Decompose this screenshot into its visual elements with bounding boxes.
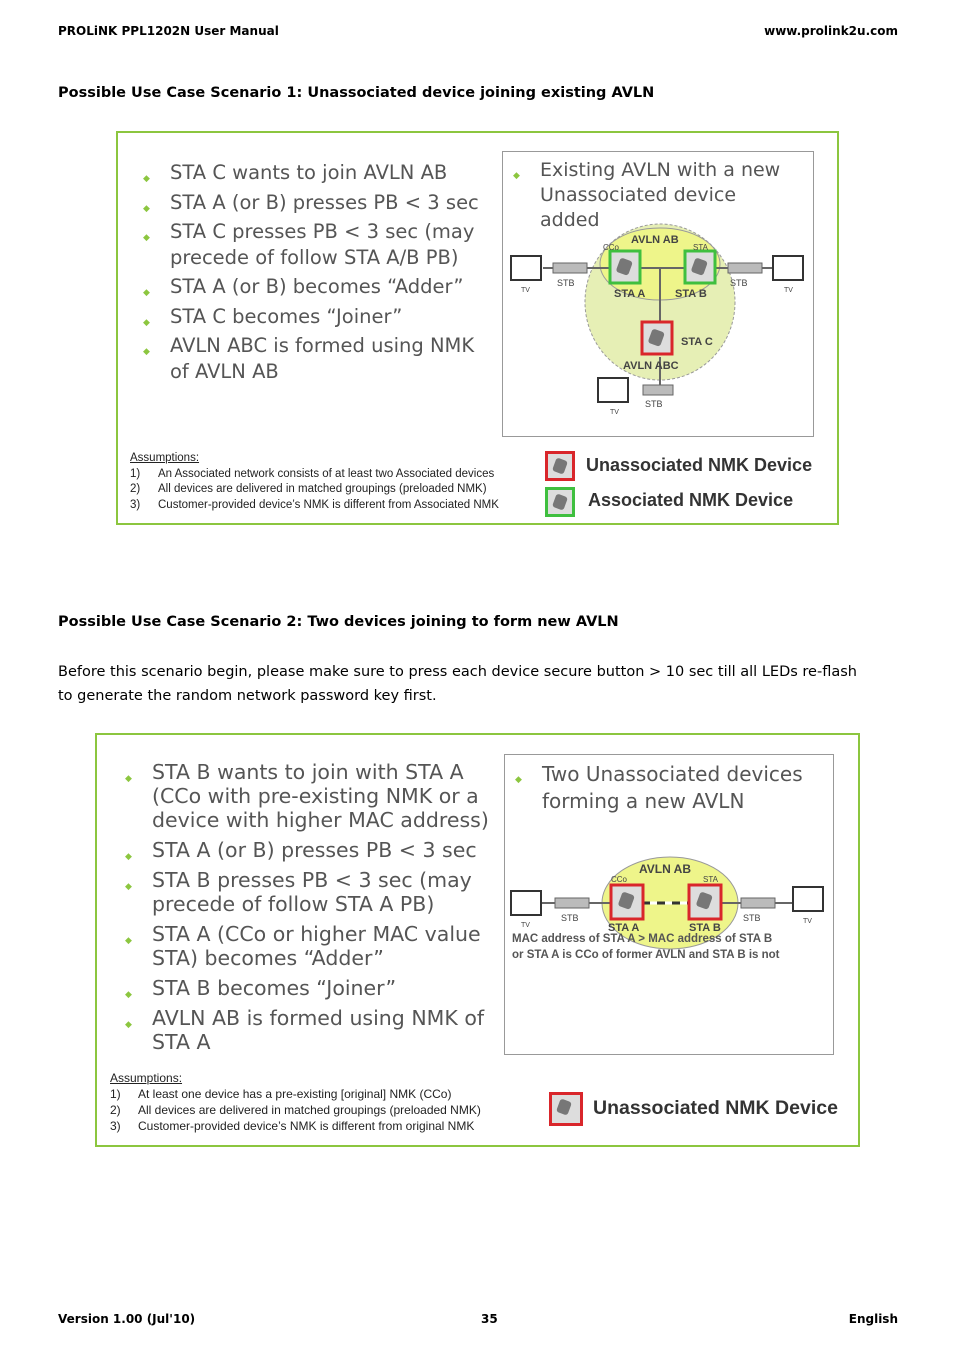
tv-icon [511, 256, 541, 280]
label-sta-a: STA A [614, 288, 645, 300]
label-stb: STB [645, 399, 663, 409]
label-stb: STB [730, 278, 748, 288]
header-url: www.prolink2u.com [764, 24, 898, 38]
list-item: STA A (or B) presses PB < 3 sec [125, 838, 495, 862]
stb-icon [741, 898, 775, 908]
label-stb: STB [557, 278, 575, 288]
label-cco: CCo [611, 875, 628, 884]
scenario1-heading: Possible Use Case Scenario 1: Unassociat… [58, 85, 654, 101]
scenario1-bullet-list: STA C wants to join AVLN AB STA A (or B)… [143, 160, 488, 384]
label-sta-b: STA B [675, 288, 707, 300]
list-item: STA C presses PB < 3 sec (may precede of… [143, 219, 488, 270]
list-item: AVLN AB is formed using NMK of STA A [125, 1006, 495, 1054]
label-sta: STA [693, 243, 709, 252]
stb-icon [555, 898, 589, 908]
list-item: STA A (or B) presses PB < 3 sec [143, 190, 488, 216]
list-item: STA C wants to join AVLN AB [143, 160, 488, 186]
assumption-num: 1) [110, 1086, 138, 1102]
scenario2-intro: Before this scenario begin, please make … [58, 660, 858, 708]
tv-icon [511, 891, 541, 915]
label-avln-ab: AVLN AB [639, 862, 691, 876]
diagram-title: Two Unassociated devices forming a new A… [515, 761, 827, 815]
assumption-text: An Associated network consists of at lea… [158, 468, 494, 480]
label-cco: CCo [603, 243, 620, 252]
list-item: STA A (or B) becomes “Adder” [143, 274, 488, 300]
label-sta-c: STA C [681, 336, 713, 348]
scenario2-slide: STA B wants to join with STA A (CCo with… [95, 733, 860, 1147]
scenario2-diagram: Two Unassociated devices forming a new A… [504, 754, 834, 1055]
list-item: AVLN ABC is formed using NMK of AVLN AB [143, 333, 488, 384]
label-tv: TV [784, 287, 793, 294]
label-stb: STB [561, 913, 579, 923]
network-diagram: AVLN AB CCo STA STA A STA B STA C AVLN A… [503, 152, 813, 436]
label-tv: TV [610, 409, 619, 416]
assumption-text: Customer-provided device’s NMK is differ… [138, 1119, 474, 1133]
label-avln-ab: AVLN AB [631, 234, 679, 246]
assumption-text: All devices are delivered in matched gro… [158, 483, 487, 495]
assumption-num: 2) [110, 1102, 138, 1118]
assumption-text: At least one device has a pre-existing [… [138, 1087, 451, 1101]
scenario2-bullet-list: STA B wants to join with STA A (CCo with… [125, 760, 495, 1054]
unassociated-device-icon [549, 1092, 583, 1126]
assumption-num: 2) [130, 482, 158, 498]
assumption-text: Customer-provided device’s NMK is differ… [158, 499, 499, 511]
list-item: STA B wants to join with STA A (CCo with… [125, 760, 495, 832]
stb-icon [643, 385, 673, 395]
mac-note-line: or STA A is CCo of former AVLN and STA B… [512, 947, 779, 963]
legend-unassociated: Unassociated NMK Device [586, 455, 812, 476]
footer-page-number: 35 [481, 1312, 498, 1326]
label-tv: TV [521, 922, 530, 929]
list-item: STA C becomes “Joiner” [143, 304, 488, 330]
assumption-num: 3) [130, 498, 158, 514]
legend-associated: Associated NMK Device [588, 490, 793, 511]
assumption-num: 1) [130, 467, 158, 483]
footer-version: Version 1.00 (Jul'10) [58, 1312, 195, 1326]
label-avln-abc: AVLN ABC [623, 360, 679, 372]
list-item: STA B presses PB < 3 sec (may precede of… [125, 868, 495, 916]
assumptions-title: Assumptions: [110, 1070, 540, 1086]
header-title: PROLiNK PPL1202N User Manual [58, 24, 279, 38]
list-item: STA A (CCo or higher MAC value STA) beco… [125, 922, 495, 970]
tv-icon [598, 378, 628, 402]
network-diagram: AVLN AB CCo STA STA A STA B STB STB TV T… [505, 825, 833, 1005]
mac-note: MAC address of STA A > MAC address of ST… [512, 931, 779, 963]
label-tv: TV [803, 918, 812, 925]
scenario1-slide: STA C wants to join AVLN AB STA A (or B)… [116, 131, 839, 525]
stb-icon [728, 263, 762, 273]
tv-icon [773, 256, 803, 280]
scenario1-diagram: Existing AVLN with a new Unassociated de… [502, 151, 814, 437]
footer-language: English [849, 1312, 898, 1326]
associated-device-icon [545, 487, 575, 517]
tv-icon [793, 887, 823, 911]
assumption-text: All devices are delivered in matched gro… [138, 1103, 481, 1117]
mac-note-line: MAC address of STA A > MAC address of ST… [512, 931, 779, 947]
unassociated-device-icon [545, 451, 575, 481]
stb-icon [553, 263, 587, 273]
label-tv: TV [521, 287, 530, 294]
scenario1-assumptions: Assumptions: 1)An Associated network con… [130, 451, 540, 513]
label-sta: STA [703, 875, 719, 884]
legend-unassociated: Unassociated NMK Device [593, 1097, 838, 1120]
scenario2-assumptions: Assumptions: 1)At least one device has a… [110, 1070, 540, 1134]
scenario2-heading: Possible Use Case Scenario 2: Two device… [58, 614, 619, 630]
assumptions-title: Assumptions: [130, 451, 540, 467]
assumption-num: 3) [110, 1118, 138, 1134]
label-stb: STB [743, 913, 761, 923]
list-item: STA B becomes “Joiner” [125, 976, 495, 1000]
